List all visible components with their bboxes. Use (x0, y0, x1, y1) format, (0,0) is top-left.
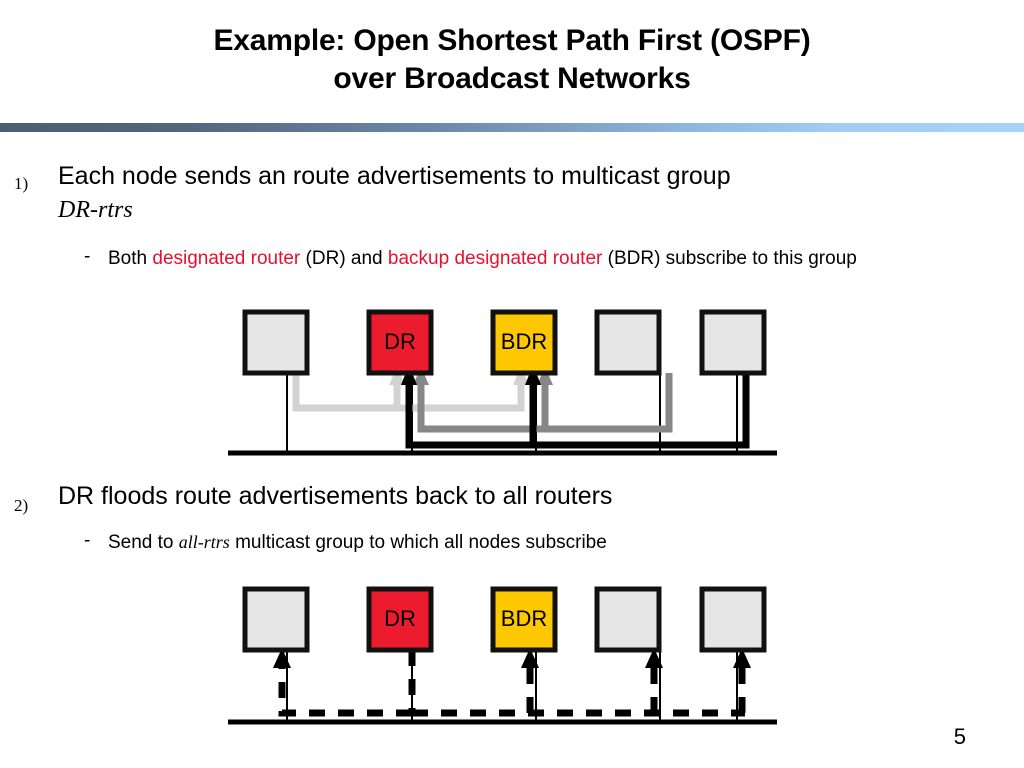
router-box-dr (366, 586, 434, 653)
bullet-marker-1: 1) (14, 174, 29, 193)
arrowhead-to-router-5 (733, 648, 751, 668)
sub-bullet-1-text: Both designated router (DR) and backup d… (108, 246, 958, 271)
bullet-1-text: Each node sends an route advertisements … (58, 160, 998, 227)
router-label-bdr: BDR (501, 606, 547, 631)
flood-path-dashed (278, 650, 746, 717)
router-box-5 (699, 586, 767, 653)
arrowhead-to-router-bdr (521, 648, 539, 668)
page-number: 5 (953, 724, 966, 749)
arrowhead-to-dr-router4 (413, 367, 429, 385)
sub-bullet-2-part2: multicast group to which all nodes subsc… (229, 532, 607, 553)
sub-bullet-marker-1: - (84, 246, 91, 267)
router-label-dr: DR (384, 606, 416, 631)
router-box-5 (699, 309, 767, 376)
bullet-2-text: DR floods route advertisements back to a… (58, 480, 998, 513)
arrowhead-to-router-1 (273, 648, 291, 668)
router-boxes-bottom (242, 586, 767, 653)
arrowhead-to-dr-router1 (389, 367, 405, 385)
flow-from-router-5 (405, 373, 750, 449)
router-label-dr: DR (384, 329, 416, 354)
title-divider-bar (0, 123, 1024, 132)
arrowhead-to-router-4 (645, 648, 663, 668)
bullet-marker-2: 2) (14, 496, 29, 515)
bullet-2-text-main: DR floods route advertisements back to a… (58, 482, 613, 510)
router-box-dr (366, 309, 434, 376)
bullet-1-text-main: Each node sends an route advertisements … (58, 162, 731, 190)
sub-bullet-1-part3: (BDR) subscribe to this group (602, 248, 857, 269)
title-line-2: over Broadcast Networks (333, 62, 691, 95)
sub-bullet-marker-2: - (84, 530, 91, 551)
router-box-4 (594, 586, 662, 653)
sub-bullet-2-text: Send to all-rtrs multicast group to whic… (108, 530, 1008, 555)
term-designated-router: designated router (152, 248, 301, 269)
arrowhead-to-bdr-router1 (513, 367, 529, 385)
router-box-bdr (490, 309, 558, 376)
term-backup-designated-router: backup designated router (387, 248, 603, 269)
router-box-1 (242, 586, 310, 653)
diagram-advertisements-to-dr: DR BDR (225, 305, 790, 465)
term-all-rtrs: all-rtrs (178, 532, 230, 552)
arrowhead-to-bdr-router4 (537, 367, 553, 385)
router-box-bdr (490, 586, 558, 653)
title-line-1: Example: Open Shortest Path First (OSPF) (213, 24, 811, 57)
router-boxes-top (242, 309, 767, 376)
bullet-1-group-name: DR-rtrs (58, 197, 133, 223)
router-box-1 (242, 309, 310, 376)
sub-bullet-1-part2: (DR) and (300, 248, 388, 269)
router-box-4 (594, 309, 662, 376)
sub-bullet-2-part1: Send to (108, 532, 179, 553)
page-title: Example: Open Shortest Path First (OSPF)… (0, 22, 1024, 98)
flow-from-router-4 (417, 373, 673, 433)
sub-bullet-1-part1: Both (108, 248, 153, 269)
diagram-dr-floods-to-all: DR BDR (225, 582, 790, 732)
router-label-bdr: BDR (501, 329, 547, 354)
